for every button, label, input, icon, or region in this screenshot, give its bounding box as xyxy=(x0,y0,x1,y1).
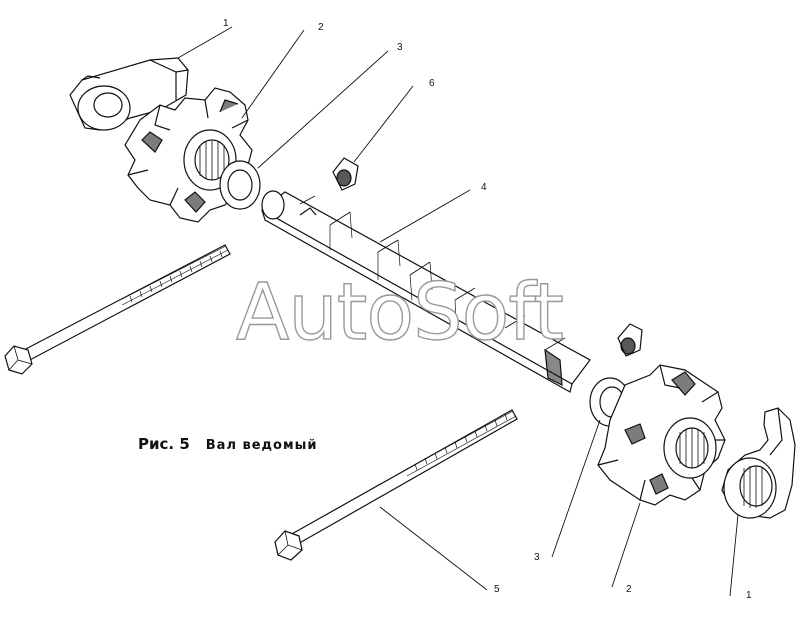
leader-2-top xyxy=(241,29,305,119)
leader-3-top xyxy=(257,50,389,169)
leader-5 xyxy=(379,506,488,591)
figure-title: Вал ведомый xyxy=(205,438,318,453)
long-bolt-bottom xyxy=(274,409,518,561)
callout-2-top: 2 xyxy=(318,22,324,33)
leader-1-bottom xyxy=(729,514,739,597)
watermark-logo: AutoSoft xyxy=(235,267,564,358)
callout-2-bottom: 2 xyxy=(626,584,632,595)
leader-4 xyxy=(379,189,471,243)
callout-6: 6 xyxy=(429,78,435,89)
lock-clip-top xyxy=(332,157,359,191)
driven-shaft xyxy=(260,190,591,393)
cam-lever-bottom xyxy=(721,407,796,519)
callout-3-bottom: 3 xyxy=(534,552,540,563)
leader-1-top xyxy=(177,26,233,59)
leader-3-bottom xyxy=(551,419,601,558)
cam-lever-top xyxy=(69,57,189,131)
callout-1-top: 1 xyxy=(223,18,229,29)
callout-3-top: 3 xyxy=(397,42,403,53)
leader-lines xyxy=(177,26,739,597)
callout-5: 5 xyxy=(494,584,500,595)
figure-caption: Рис. 5 Вал ведомый xyxy=(138,434,317,453)
leader-2-bottom xyxy=(611,502,641,588)
long-bolt-left xyxy=(4,244,231,375)
lock-clip-bottom xyxy=(617,323,643,357)
callout-4: 4 xyxy=(481,182,487,193)
leader-6 xyxy=(353,85,414,163)
washer-top xyxy=(219,160,261,210)
figure-label: Рис. 5 xyxy=(138,435,190,453)
callout-1-bottom: 1 xyxy=(746,590,752,601)
star-gear-bottom xyxy=(597,364,726,506)
